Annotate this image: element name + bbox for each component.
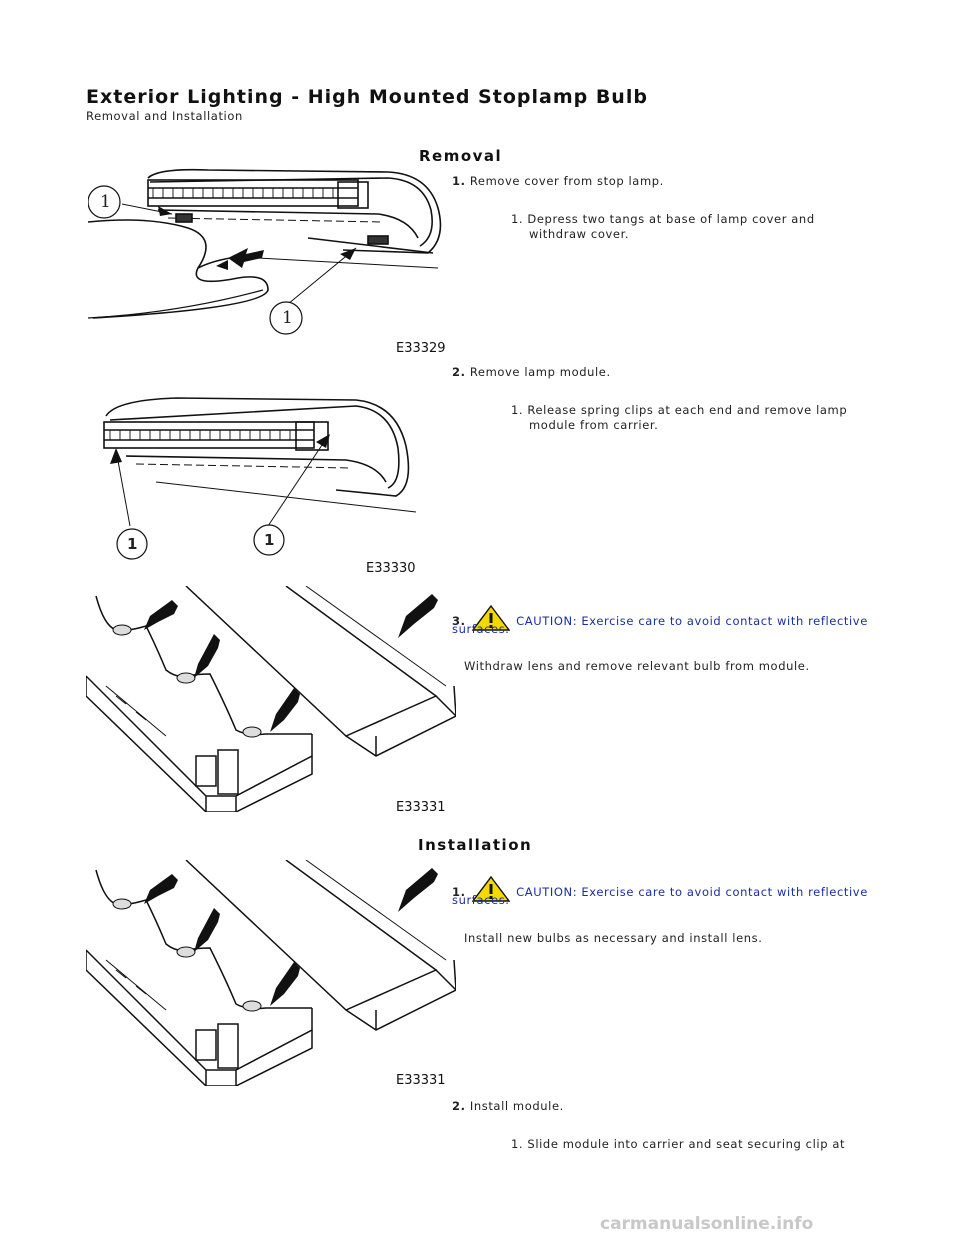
step-number: 1. bbox=[452, 174, 466, 188]
figure-code: E33331 bbox=[396, 1073, 446, 1088]
installation-heading: Installation bbox=[418, 836, 533, 854]
callout-number: 1 bbox=[127, 535, 138, 553]
removal-step-1: 1. Remove cover from stop lamp. bbox=[452, 174, 664, 189]
caution-text: CAUTION: Exercise care to avoid contact … bbox=[516, 885, 868, 899]
step-text: Remove cover from stop lamp. bbox=[469, 174, 664, 188]
caution-text: CAUTION: Exercise care to avoid contact … bbox=[516, 614, 868, 628]
installation-step-1: 1. CAUTION: Exercise care to avoid conta… bbox=[452, 876, 868, 902]
caution-text-cont: surfaces. bbox=[452, 622, 510, 636]
callout-number: 1 bbox=[264, 531, 275, 549]
installation-step-2-sub-1: 1. Slide module into carrier and seat se… bbox=[511, 1137, 846, 1151]
step-number: 2. bbox=[452, 365, 466, 379]
removal-step-3-text: Withdraw lens and remove relevant bulb f… bbox=[464, 659, 810, 673]
step-number: 1. bbox=[452, 885, 466, 899]
step-text: Remove lamp module. bbox=[469, 365, 611, 379]
callout-number: 1 bbox=[100, 192, 111, 212]
removal-step-2-sub-1: 1. Release spring clips at each end and … bbox=[511, 403, 848, 417]
figure-e33331-removal bbox=[86, 586, 456, 812]
removal-step-2-sub-1-cont: module from carrier. bbox=[529, 418, 659, 432]
figure-e33331-installation bbox=[86, 860, 456, 1086]
removal-step-3: 3. CAUTION: Exercise care to avoid conta… bbox=[452, 605, 868, 631]
step-text: Install module. bbox=[469, 1099, 564, 1113]
page-subtitle: Removal and Installation bbox=[86, 109, 243, 123]
removal-heading: Removal bbox=[419, 147, 503, 165]
step-number: 2. bbox=[452, 1099, 466, 1113]
watermark: carmanualsonline.info bbox=[600, 1214, 814, 1234]
installation-step-1-text: Install new bulbs as necessary and insta… bbox=[464, 931, 763, 945]
step-number: 3. bbox=[452, 614, 466, 628]
warning-icon bbox=[471, 605, 510, 631]
figure-e33329 bbox=[88, 168, 442, 335]
page-title: Exterior Lighting - High Mounted Stoplam… bbox=[86, 86, 648, 108]
figure-code: E33330 bbox=[366, 561, 416, 576]
removal-step-1-sub-1-cont: withdraw cover. bbox=[529, 227, 630, 241]
figure-code: E33331 bbox=[396, 800, 446, 815]
installation-step-2: 2. Install module. bbox=[452, 1099, 564, 1114]
figure-code: E33329 bbox=[396, 341, 446, 356]
figure-e33330 bbox=[103, 397, 417, 560]
removal-step-2: 2. Remove lamp module. bbox=[452, 365, 611, 380]
caution-text-cont: surfaces. bbox=[452, 893, 510, 907]
warning-icon bbox=[471, 876, 510, 902]
callout-number: 1 bbox=[282, 308, 293, 328]
removal-step-1-sub-1: 1. Depress two tangs at base of lamp cov… bbox=[511, 212, 815, 226]
